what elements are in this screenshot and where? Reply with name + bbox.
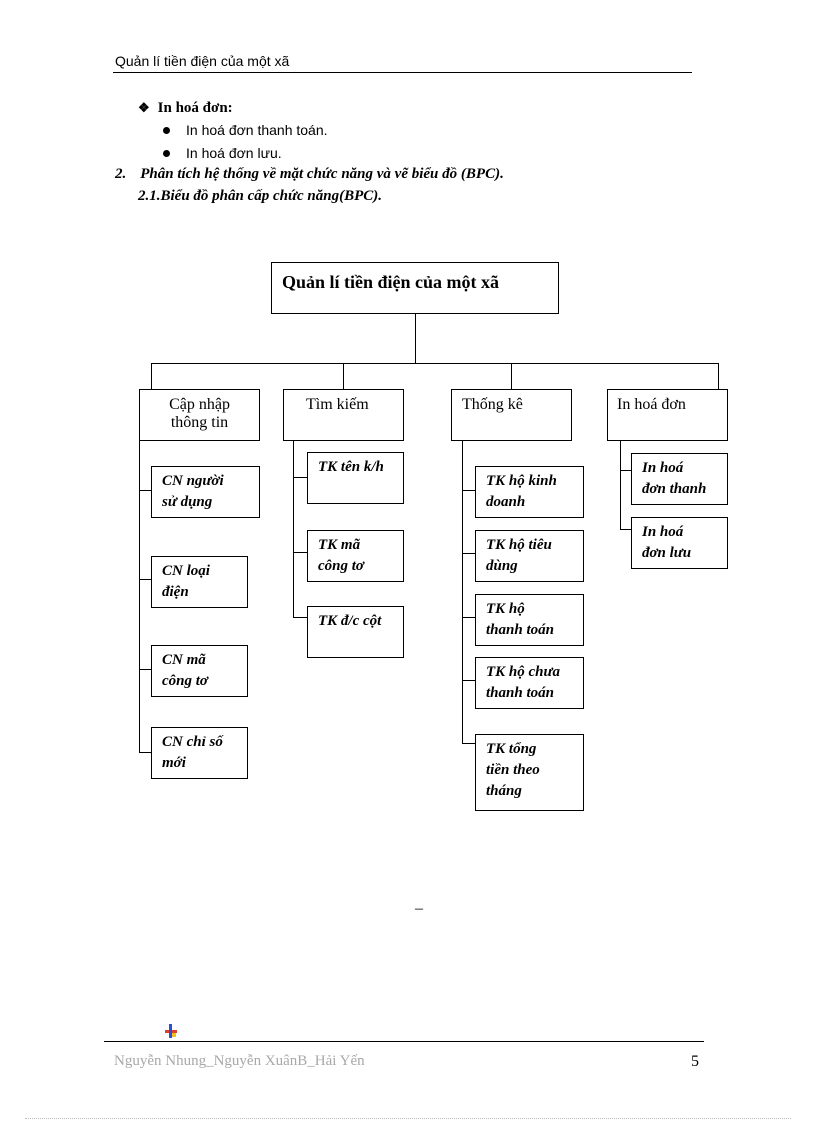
connector-line [462, 440, 463, 744]
connector-line [620, 529, 632, 530]
connector-line [151, 363, 152, 390]
node-tk-ho-thanh-toan: TK hộ thanh toán [475, 594, 584, 646]
connector-line [415, 313, 416, 363]
connector-line [293, 477, 308, 478]
node-label: sử dụng [162, 494, 213, 510]
bullet-item: In hoá đơn thanh toán. [163, 122, 328, 138]
connector-line [139, 752, 151, 753]
node-label: In hoá đơn [617, 396, 686, 413]
node-label: thanh toán [486, 622, 554, 638]
node-label: TK hộ kinh [486, 473, 557, 489]
node-in-hoa-don-thanh: In hoá đơn thanh [631, 453, 728, 505]
connector-line [139, 669, 151, 670]
node-in-hoa-don-luu: In hoá đơn lưu [631, 517, 728, 569]
node-label: doanh [486, 494, 526, 510]
node-label: công tơ [318, 558, 364, 574]
node-label: In hoá [642, 460, 684, 476]
connector-line [139, 579, 151, 580]
page-edge-dots [25, 1118, 791, 1119]
connector-line [343, 363, 344, 390]
node-cn-ma-cong-to: CN mã công tơ [151, 645, 248, 697]
node-cn-nguoi-su-dung: CN người sử dụng [151, 466, 260, 518]
node-label: tháng [486, 783, 522, 799]
stray-dash: – [415, 900, 423, 917]
node-label: TK hộ chưa [486, 664, 560, 680]
heading-2: 2. Phân tích hệ thống về mặt chức năng và… [115, 166, 504, 183]
node-label: TK hộ tiêu [486, 537, 552, 553]
connector-line [139, 490, 151, 491]
node-label: đơn lưu [642, 545, 692, 561]
node-tk-ma-cong-to: TK mã công tơ [307, 530, 404, 582]
node-label: Tìm kiếm [306, 396, 369, 413]
node-label: Cập nhập [169, 396, 230, 413]
node-tk-ho-tieu-dung: TK hộ tiêu dùng [475, 530, 584, 582]
node-label: TK tổng [486, 741, 537, 757]
bullet-dot-icon [163, 126, 170, 134]
connector-line [151, 363, 719, 364]
node-label: mới [162, 755, 186, 771]
connector-line [462, 617, 476, 618]
node-label: công tơ [162, 673, 208, 689]
root-node: Quản lí tiền điện của một xã [271, 262, 559, 314]
connector-line [620, 470, 632, 471]
connector-line [462, 553, 476, 554]
node-cn-loai-dien: CN loại điện [151, 556, 248, 608]
node-tk-ten-kh: TK tên k/h [307, 452, 404, 504]
node-label: TK đ/c cột [318, 613, 382, 629]
connector-line [620, 440, 621, 530]
node-label: điện [162, 584, 189, 600]
node-label: TK mã [318, 537, 361, 553]
node-label: In hoá [642, 524, 684, 540]
heading-3: 2.1.Biểu đồ phân cấp chức năng(BPC). [138, 188, 383, 204]
node-tk-tong-tien-theo-thang: TK tổng tiền theo tháng [475, 734, 584, 811]
connector-line [462, 680, 476, 681]
node-in-hoa-don: In hoá đơn [607, 389, 728, 441]
connector-line [718, 363, 719, 390]
connector-line [139, 440, 140, 753]
node-label: tiền theo [486, 762, 540, 778]
footer-authors: Nguyễn Nhung_Nguyễn XuânB_Hải Yến [114, 1053, 365, 1069]
connector-line [293, 617, 308, 618]
heading-2-number: 2. [115, 166, 127, 182]
node-label: TK tên k/h [318, 459, 384, 475]
node-label: CN chỉ số [162, 734, 223, 750]
connector-line [462, 490, 476, 491]
node-label: TK hộ [486, 601, 525, 617]
section-heading-text: In hoá đơn: [157, 100, 233, 116]
node-label: CN loại [162, 563, 210, 579]
section-heading: ❖ In hoá đơn: [138, 100, 233, 117]
node-label: Thống kê [462, 396, 523, 413]
footer-rule [104, 1041, 704, 1042]
node-cn-chi-so-moi: CN chỉ số mới [151, 727, 248, 779]
connector-line [462, 743, 476, 744]
node-label: CN người [162, 473, 224, 489]
header-rule [113, 72, 692, 73]
node-tk-dc-cot: TK đ/c cột [307, 606, 404, 658]
node-cap-nhap-thong-tin: Cập nhập thông tin [139, 389, 260, 441]
bullet-text: In hoá đơn thanh toán. [186, 122, 328, 138]
bullet-text: In hoá đơn lưu. [186, 145, 282, 161]
page-number: 5 [691, 1053, 699, 1070]
node-thong-ke: Thống kê [451, 389, 572, 441]
node-tk-ho-kinh-doanh: TK hộ kinh doanh [475, 466, 584, 518]
anchor-marker-icon [163, 1023, 179, 1044]
node-label: thanh toán [486, 685, 554, 701]
node-label: CN mã [162, 652, 206, 668]
bullet-item: In hoá đơn lưu. [163, 145, 282, 161]
node-label: dùng [486, 558, 518, 574]
root-node-label: Quản lí tiền điện của một xã [282, 272, 500, 292]
node-tim-kiem: Tìm kiếm [283, 389, 404, 441]
diamond-bullet-icon: ❖ [138, 100, 150, 115]
bullet-dot-icon [163, 149, 170, 157]
connector-line [293, 552, 308, 553]
node-tk-ho-chua-thanh-toan: TK hộ chưa thanh toán [475, 657, 584, 709]
connector-line [293, 440, 294, 618]
node-label: đơn thanh [642, 481, 707, 497]
connector-line [511, 363, 512, 390]
running-header: Quản lí tiền điện của một xã [115, 53, 290, 69]
node-label: thông tin [170, 414, 229, 431]
heading-2-text: Phân tích hệ thống về mặt chức năng và v… [140, 166, 504, 182]
